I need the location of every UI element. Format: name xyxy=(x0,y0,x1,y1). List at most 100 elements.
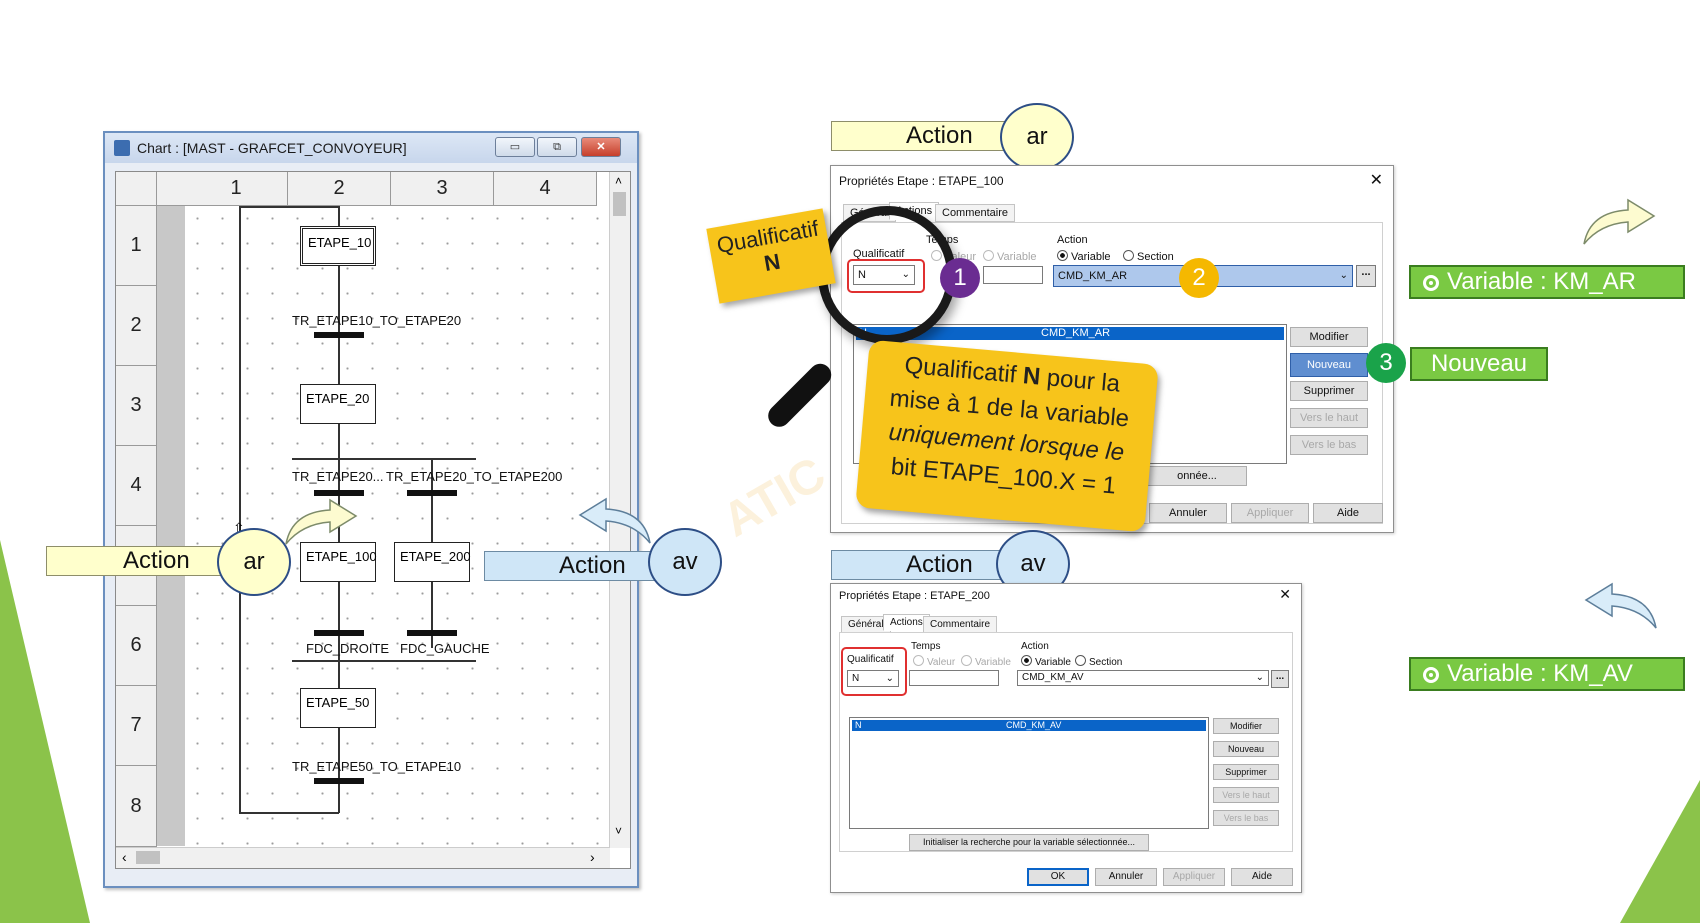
scroll-up-icon[interactable]: ˄ xyxy=(615,174,623,188)
badge-2: 2 xyxy=(1179,258,1219,298)
horizontal-scrollbar[interactable]: ‹ › xyxy=(116,847,610,868)
chart-window-title: Chart : [MAST - GRAFCET_CONVOYEUR] xyxy=(137,140,407,156)
dialog1-aide-button[interactable]: Aide xyxy=(1313,503,1383,523)
step-etape100[interactable]: ETAPE_100 xyxy=(300,542,377,582)
dialog1-close-icon[interactable]: ✕ xyxy=(1369,172,1383,189)
dialog2-modifier-button[interactable]: Modifier xyxy=(1213,718,1279,734)
dialog2-action-label: Action xyxy=(1021,641,1049,652)
dialog1-radio-section[interactable]: Section xyxy=(1123,250,1174,263)
transition-bar-1[interactable] xyxy=(314,332,364,338)
dialog2-radio-variable[interactable]: Variable xyxy=(1021,655,1071,668)
close-button[interactable]: ✕ xyxy=(581,137,621,157)
dialog1-annuler-button[interactable]: Annuler xyxy=(1149,503,1227,523)
dialog2-close-icon[interactable]: ✕ xyxy=(1279,586,1291,602)
step-etape20[interactable]: ETAPE_20 xyxy=(300,384,376,424)
dialog2-annuler-button[interactable]: Annuler xyxy=(1095,868,1157,886)
loop-top-line xyxy=(239,206,339,208)
vertical-scroll-thumb[interactable] xyxy=(613,192,626,216)
transition-label-6: TR_ETAPE50_TO_ETAPE10 xyxy=(292,759,462,774)
magnifier-icon xyxy=(818,206,956,344)
step-etape10[interactable]: ETAPE_10 xyxy=(300,226,376,266)
dialog2-supprimer-button[interactable]: Supprimer xyxy=(1213,764,1279,780)
dialog1-modifier-button[interactable]: Modifier xyxy=(1290,327,1368,347)
dialog2-actions-list[interactable]: N CMD_KM_AV xyxy=(849,717,1209,829)
loop-line xyxy=(239,206,241,813)
dialog1-action-label: Action xyxy=(1057,234,1088,246)
step-etape100-label: ETAPE_100 xyxy=(306,549,377,564)
dialog2-action-av-box: Action xyxy=(831,550,1011,580)
dialog2-radio-valeur: Valeur xyxy=(913,655,955,668)
transition-bar-4[interactable] xyxy=(314,630,364,636)
dialog2-title: Propriétés Etape : ETAPE_200 xyxy=(839,590,990,602)
badge-1: 1 xyxy=(940,258,980,298)
radio-dot-icon xyxy=(1423,275,1439,291)
scroll-down-icon[interactable]: ˅ xyxy=(615,824,623,838)
dialog2-radio-temps-variable: Variable xyxy=(961,655,1011,668)
dialog1-init-search-button[interactable]: onnée... xyxy=(1147,466,1247,486)
dialog1-title: Propriétés Etape : ETAPE_100 xyxy=(839,174,1004,188)
nouveau-banner: Nouveau xyxy=(1410,347,1548,381)
transition-bar-3[interactable] xyxy=(407,490,457,496)
transition-label-5: FDC_GAUCHE xyxy=(400,641,490,656)
dialog1-nouveau-button[interactable]: Nouveau xyxy=(1290,353,1368,377)
dialog2-init-search-button[interactable]: Initialiser la recherche pour la variabl… xyxy=(909,834,1149,851)
row-header-6: 6 xyxy=(116,606,157,686)
dialog1-temps-input[interactable] xyxy=(983,266,1043,284)
dialog1-radio-variable[interactable]: Variable xyxy=(1057,250,1111,263)
slide-corner-right xyxy=(1620,780,1700,923)
dialog2-ok-button[interactable]: OK xyxy=(1027,868,1089,886)
dialog2-qualificatif-combo[interactable]: N⌄ xyxy=(847,670,899,687)
minimize-button[interactable]: ▭ xyxy=(495,137,535,157)
horizontal-scroll-thumb[interactable] xyxy=(136,851,160,864)
dialog2-browse-button[interactable]: ... xyxy=(1271,670,1289,688)
dialog2-action-av-label: Action xyxy=(906,551,973,578)
dialog1-action-value: CMD_KM_AR xyxy=(1058,270,1128,282)
transition-bar-6[interactable] xyxy=(314,778,364,784)
scroll-left-icon[interactable]: ‹ xyxy=(122,849,127,865)
col-header-2: 2 xyxy=(288,172,391,206)
qualificatif-sticky-note: Qualificatif N xyxy=(706,208,836,304)
dialog2-vers-haut-button[interactable]: Vers le haut xyxy=(1213,787,1279,803)
chart-action-ar-box: Action xyxy=(46,546,226,576)
dialog1-vers-haut-button[interactable]: Vers le haut xyxy=(1290,408,1368,428)
dialog2-appliquer-button[interactable]: Appliquer xyxy=(1163,868,1225,886)
chart-app-icon xyxy=(114,140,130,156)
grid-corner-gutter xyxy=(157,172,186,206)
dialog2-action-combo[interactable]: CMD_KM_AV⌄ xyxy=(1017,670,1269,686)
step-etape10-label: ETAPE_10 xyxy=(308,235,372,250)
transition-bar-2[interactable] xyxy=(314,490,364,496)
dialog1-vers-bas-button[interactable]: Vers le bas xyxy=(1290,435,1368,455)
dialog2-radio-section[interactable]: Section xyxy=(1075,655,1122,668)
row-header-1: 1 xyxy=(116,206,157,286)
step-etape200[interactable]: ETAPE_200 xyxy=(394,542,471,582)
dialog2-temps-input[interactable] xyxy=(909,670,999,686)
scroll-right-icon[interactable]: › xyxy=(590,849,595,865)
explanation-note: Qualificatif N pour la mise à 1 de la va… xyxy=(855,339,1159,533)
arrow-up-right-icon xyxy=(1583,198,1656,245)
chart-grid: 1 2 3 4 1 2 3 4 6 7 8 ⇧ ETAPE_10 TR_ETAP… xyxy=(115,171,631,869)
magnifier-handle xyxy=(763,359,836,432)
convergence-line xyxy=(292,660,476,662)
dialog1-supprimer-button[interactable]: Supprimer xyxy=(1290,381,1368,401)
dialog2-tab-panel xyxy=(839,632,1293,852)
dialog2-vers-bas-button[interactable]: Vers le bas xyxy=(1213,810,1279,826)
transition-bar-5[interactable] xyxy=(407,630,457,636)
restore-button[interactable]: ⧉ xyxy=(537,137,577,157)
watermark-text: ATIC xyxy=(714,447,835,548)
dialog2-aide-button[interactable]: Aide xyxy=(1231,868,1293,886)
dialog2-list-row[interactable]: N CMD_KM_AV xyxy=(852,720,1206,731)
dialog2-nouveau-button[interactable]: Nouveau xyxy=(1213,741,1279,757)
dialog1-appliquer-button[interactable]: Appliquer xyxy=(1231,503,1309,523)
dialog1-radio-temps-variable: Variable xyxy=(983,250,1037,263)
arrow-back-icon xyxy=(1584,582,1657,629)
dialog2-tab-actions[interactable]: Actions xyxy=(883,614,930,631)
badge-3: 3 xyxy=(1366,343,1406,383)
grafcet-area[interactable] xyxy=(185,206,605,846)
step-etape50[interactable]: ETAPE_50 xyxy=(300,688,376,728)
variable-km-av-label: Variable : KM_AV xyxy=(1447,660,1633,687)
chart-action-av-box: Action xyxy=(484,551,656,581)
variable-km-av-banner: Variable : KM_AV xyxy=(1409,657,1685,691)
dialog2-tab-commentaire[interactable]: Commentaire xyxy=(923,616,998,633)
dialog1-tab-commentaire[interactable]: Commentaire xyxy=(935,204,1016,222)
dialog1-browse-button[interactable]: ... xyxy=(1356,265,1376,287)
